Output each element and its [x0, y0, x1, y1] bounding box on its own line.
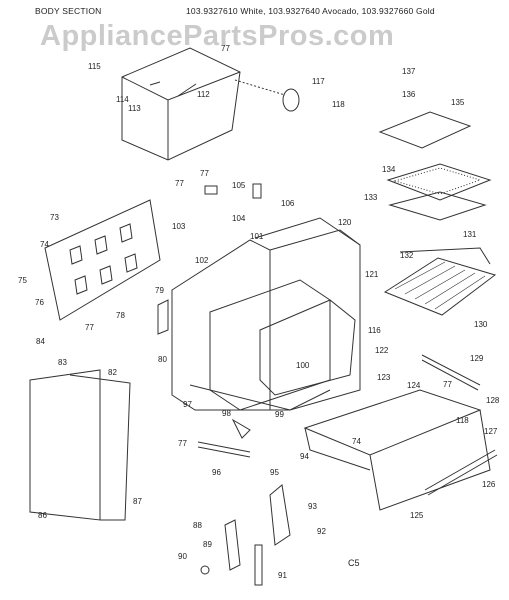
part-label: 77: [221, 44, 230, 53]
part-label: 73: [50, 213, 59, 222]
part-label: 134: [382, 165, 396, 174]
section-title: BODY SECTION: [35, 6, 102, 16]
part-label: 136: [402, 90, 416, 99]
part-label: 76: [35, 298, 44, 307]
part-label: 137: [402, 67, 416, 76]
part-label: 83: [58, 358, 67, 367]
part-label: 124: [407, 381, 421, 390]
part-label: 128: [486, 396, 500, 405]
part-label: 74: [40, 240, 49, 249]
part-label: 116: [368, 326, 381, 335]
part-label: 103: [172, 222, 186, 231]
part-label: 127: [484, 427, 498, 436]
part-label: 90: [178, 552, 187, 561]
part-label: 98: [222, 409, 231, 418]
part-label: 118: [332, 100, 345, 109]
part-label: 94: [300, 452, 309, 461]
part-label: 121: [365, 270, 379, 279]
part-label: 120: [338, 218, 352, 227]
part-label: 87: [133, 497, 142, 506]
part-label: 117: [312, 77, 325, 86]
part-label: 80: [158, 355, 167, 364]
part-label: 113: [128, 104, 141, 113]
part-label: 130: [474, 320, 488, 329]
part-label: 125: [410, 511, 424, 520]
top-box-drawing: [121, 47, 300, 161]
part-label: 104: [232, 214, 246, 223]
part-label: 82: [108, 368, 117, 377]
part-label: 77: [443, 380, 452, 389]
broiler-pan-drawing: [378, 111, 492, 221]
part-label: 77: [200, 169, 209, 178]
part-label: 126: [482, 480, 496, 489]
page-code: C5: [348, 558, 360, 568]
part-label: 106: [281, 199, 295, 208]
part-label: 93: [308, 502, 317, 511]
side-panel-drawing: [29, 369, 131, 521]
part-label: 112: [197, 90, 210, 99]
part-label: 135: [451, 98, 465, 107]
part-label: 105: [232, 181, 246, 190]
part-label: 77: [178, 439, 187, 448]
part-label: 86: [38, 511, 47, 520]
part-label: 101: [250, 232, 264, 241]
part-label: 123: [377, 373, 391, 382]
part-label: 118: [456, 416, 469, 425]
part-label: 96: [212, 468, 221, 477]
part-label: 102: [195, 256, 209, 265]
part-label: 77: [85, 323, 94, 332]
part-label: 79: [155, 286, 164, 295]
part-label: 91: [278, 571, 287, 580]
model-numbers: 103.9327610 White, 103.9327640 Avocado, …: [186, 6, 435, 16]
part-label: 78: [116, 311, 125, 320]
part-label: 132: [400, 251, 414, 260]
part-label: 100: [296, 361, 310, 370]
part-label: 92: [317, 527, 326, 536]
part-label: 131: [463, 230, 477, 239]
part-label: 88: [193, 521, 202, 530]
part-label: 122: [375, 346, 389, 355]
rail-drawing: [197, 354, 498, 496]
watermark: AppliancePartsPros.com: [40, 20, 395, 52]
part-label: 89: [203, 540, 212, 549]
part-label: 95: [270, 468, 279, 477]
main-body-drawing: [171, 217, 361, 411]
hinge-drawing: [157, 299, 291, 586]
back-panel-drawing: [44, 199, 161, 321]
part-label: 77: [175, 179, 184, 188]
part-label: 133: [364, 193, 378, 202]
part-label: 114: [116, 95, 129, 104]
part-label: 75: [18, 276, 27, 285]
part-label: 115: [88, 62, 101, 71]
drawer-drawing: [303, 389, 491, 511]
part-label: 84: [36, 337, 45, 346]
part-label: 129: [470, 354, 484, 363]
part-label: 97: [183, 400, 192, 409]
oven-rack-drawing: [383, 247, 497, 316]
part-label: 99: [275, 410, 284, 419]
bracket-drawing: [204, 183, 262, 199]
part-label: 74: [352, 437, 361, 446]
